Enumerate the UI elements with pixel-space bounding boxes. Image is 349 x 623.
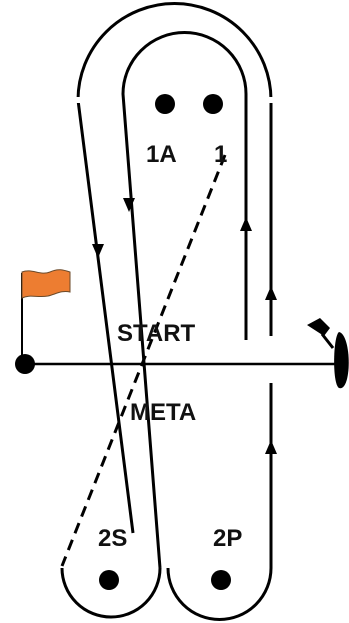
arrow-icon — [240, 217, 252, 231]
timer-sensor-icon — [307, 318, 349, 389]
arrow-icon — [92, 244, 104, 258]
label-start: START — [117, 320, 196, 347]
label-finish: META — [130, 399, 196, 426]
bottom-left-uturn — [60, 567, 162, 619]
dashed-diagonal — [60, 154, 227, 567]
arrow-icon — [265, 440, 277, 454]
marker-1-dot — [203, 94, 223, 114]
marker-2s-dot — [99, 570, 119, 590]
flag-icon — [15, 269, 71, 374]
marker-1a-dot — [155, 94, 175, 114]
arrow-icon — [265, 286, 277, 300]
outer-loop-top — [76, 2, 273, 534]
arrow-icon — [123, 198, 135, 212]
inner-loop-top — [121, 31, 248, 569]
bottom-right-uturn — [166, 567, 273, 621]
label-1a: 1A — [146, 141, 177, 168]
label-2p: 2P — [213, 525, 242, 552]
marker-2p-dot — [211, 570, 231, 590]
label-1: 1 — [214, 141, 227, 168]
label-2s: 2S — [98, 525, 127, 552]
